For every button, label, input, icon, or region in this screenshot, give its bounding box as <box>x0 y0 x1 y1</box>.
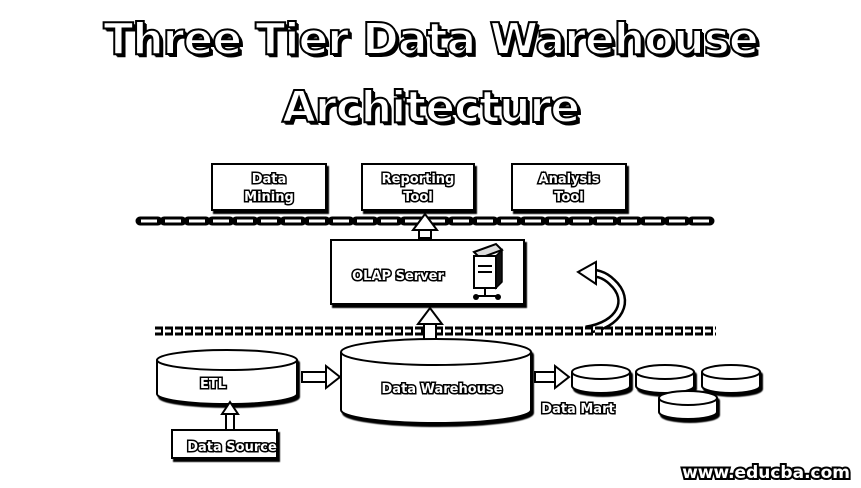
etl-to-warehouse-arrow <box>301 363 342 391</box>
reporting-tool-label-1: Reporting <box>382 172 455 187</box>
reporting-tool-box: Reporting Tool <box>361 163 475 211</box>
data-mart-cylinder-3 <box>701 364 761 394</box>
watermark-text: www.educba.com <box>682 463 850 483</box>
data-warehouse-cylinder: Data Warehouse <box>340 338 532 424</box>
page-title-line-2: Architecture <box>281 81 581 134</box>
warehouse-to-mart-arrow <box>534 363 571 391</box>
analysis-tool-box: Analysis Tool <box>511 163 627 211</box>
curved-up-arrow <box>576 260 627 335</box>
olap-to-tools-arrow <box>411 212 439 239</box>
data-source-label: Data Source <box>187 440 277 455</box>
analysis-tool-label-1: Analysis <box>539 172 600 187</box>
server-icon <box>472 242 504 300</box>
source-to-etl-arrow <box>220 400 240 431</box>
data-mart-cylinder-1 <box>571 364 631 394</box>
etl-label: ETL <box>200 377 226 392</box>
page-title-line-1: Three Tier Data Warehouse <box>102 13 759 66</box>
data-source-box: Data Source <box>171 429 278 459</box>
warehouse-to-olap-arrow <box>416 306 444 341</box>
etl-cylinder: ETL <box>156 349 298 405</box>
data-mart-cylinder-2 <box>635 364 695 394</box>
data-mining-label-1: Data <box>252 172 287 187</box>
data-warehouse-label: Data Warehouse <box>382 382 503 397</box>
data-mart-cylinder-4 <box>658 390 718 420</box>
data-mart-label: Data Mart <box>541 402 614 417</box>
analysis-tool-label-2: Tool <box>554 190 583 205</box>
olap-server-label: OLAP Server <box>352 269 444 284</box>
reporting-tool-label-2: Tool <box>403 190 432 205</box>
data-mining-box: Data Mining <box>211 163 327 211</box>
data-mining-label-2: Mining <box>244 190 294 205</box>
